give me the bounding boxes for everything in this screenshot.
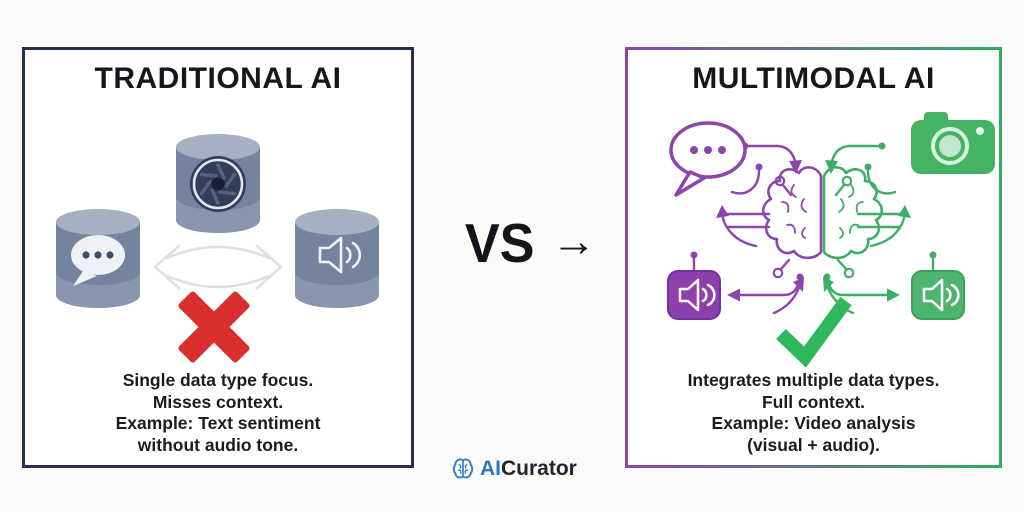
speaker-icon bbox=[318, 236, 362, 274]
caption-line: Full context. bbox=[761, 391, 866, 412]
chat-bubble-icon bbox=[669, 121, 747, 197]
image-data-cylinder bbox=[176, 134, 260, 233]
speaker-icon-purple bbox=[667, 270, 721, 320]
text-data-cylinder bbox=[56, 209, 140, 308]
camera-aperture-icon bbox=[190, 156, 246, 212]
chat-bubble-icon bbox=[71, 235, 125, 286]
audio-data-cylinder bbox=[295, 209, 379, 308]
multimodal-ai-caption: Integrates multiple data types. Full con… bbox=[628, 370, 999, 456]
caption-line: Misses context. bbox=[152, 391, 284, 412]
right-arrow-glyph: → bbox=[551, 214, 597, 266]
caption-line: Example: Video analysis bbox=[711, 413, 916, 433]
green-connectors bbox=[821, 141, 938, 315]
purple-connectors bbox=[689, 141, 806, 315]
brain-logo-icon bbox=[452, 458, 474, 479]
caption-line: Example: Text sentiment bbox=[115, 413, 321, 433]
caption-line: Single data type focus. bbox=[122, 370, 314, 390]
check-icon bbox=[776, 296, 852, 368]
brain-right-hemisphere-icon bbox=[822, 166, 884, 260]
caption-line: without audio tone. bbox=[137, 434, 299, 455]
camera-icon bbox=[911, 112, 995, 174]
multimodal-ai-title: MULTIMODAL AI bbox=[692, 62, 935, 95]
logo-text-ai: AI bbox=[480, 457, 501, 480]
traditional-ai-title: TRADITIONAL AI bbox=[94, 62, 342, 95]
cross-icon bbox=[178, 291, 250, 363]
exchange-arrows-icon bbox=[153, 244, 283, 290]
caption-line: (visual + audio). bbox=[747, 434, 880, 455]
speaker-icon-green bbox=[911, 270, 965, 320]
vs-label: VS bbox=[464, 212, 535, 274]
traditional-ai-caption: Single data type focus. Misses context. … bbox=[25, 370, 411, 456]
caption-line: Integrates multiple data types. bbox=[687, 370, 940, 390]
multimodal-ai-panel: MULTIMODAL AI bbox=[625, 47, 1002, 468]
traditional-ai-panel: TRADITIONAL AI bbox=[22, 47, 414, 468]
logo-text-curator: Curator bbox=[501, 457, 577, 480]
vs-divider: VS → bbox=[463, 211, 597, 275]
brain-left-hemisphere-icon bbox=[761, 166, 823, 260]
aicurator-logo: AICurator bbox=[450, 456, 577, 482]
